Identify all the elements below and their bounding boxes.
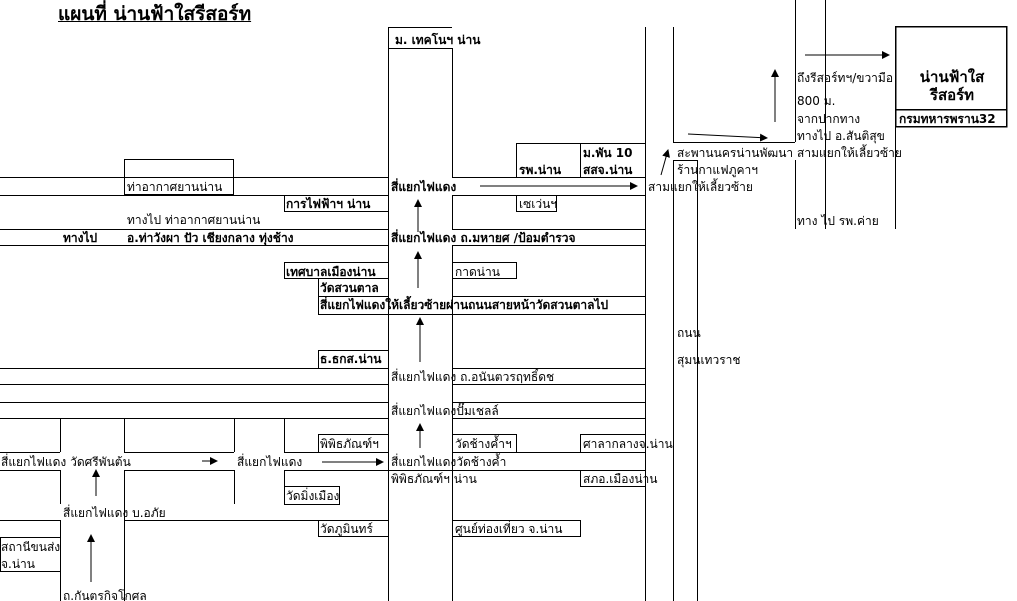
label-traffic-light-6: สี่แยกไฟแดง	[237, 455, 303, 469]
label-tech-school: ม. เทคโนฯ น่าน	[395, 33, 481, 47]
label-bridge: สะพานนครน่านพัฒนา	[677, 146, 794, 160]
label-airport: ท่าอากาศยานน่าน	[127, 180, 223, 194]
label-districts: อ.ท่าวังผา ปัว เชียงกลาง ทุ่งช้าง	[127, 231, 294, 245]
label-hospital: รพ.น่าน	[519, 163, 562, 177]
label-to-prefix: ทางไป	[63, 231, 98, 245]
label-police-station: สภอ.เมืองน่าน	[583, 472, 658, 486]
label-to-airport: ทางไป ท่าอากาศยานน่าน	[127, 213, 261, 227]
label-bus-station-province: จ.น่าน	[1, 557, 35, 571]
label-note-2: 800 ม.	[797, 94, 836, 108]
label-t-junction: สามแยกให้เลี้ยวซ้าย	[648, 180, 753, 194]
label-electricity: การไฟฟ้าฯ น่าน	[286, 197, 371, 211]
label-traffic-light-4: สี่แยกไฟแดง ถ.อนันตวรฤทธิ์ดช	[391, 370, 555, 384]
label-note-3: จากปากทาง	[797, 112, 861, 126]
label-kad-nan: กาดน่าน	[455, 265, 500, 279]
label-note-4: ทางไป อ.สันติสุข	[797, 129, 885, 143]
label-note-5: สามแยกให้เลี้ยวซ้าย	[797, 146, 902, 160]
label-light-sri-phan-ton: สี่แยกไฟแดง วัดศรีพันต้น	[1, 455, 131, 469]
label-light-chang-kham: สี่แยกไฟแดงวัดช้างค้ำ	[391, 455, 507, 469]
label-baac: ธ.ธกส.น่าน	[320, 352, 382, 366]
label-wat-chang-kham: วัดช้างค้ำฯ	[455, 437, 512, 451]
label-road-2: สุมนเทวราช	[677, 353, 741, 367]
label-city-hall: ศาลากลางจ.น่าน	[583, 437, 673, 451]
label-health-office: สสจ.น่าน	[583, 163, 633, 177]
label-traffic-light-3: สี่แยกไฟแดงให้เลี้ยวซ้ายผ่านถนนสายหน้าวั…	[320, 298, 609, 312]
label-municipality: เทศบาลเมืองน่าน	[286, 265, 376, 279]
resort-road-label: กรมทหารพราน32	[899, 112, 996, 126]
label-seven-eleven: เซเว่นฯ	[519, 197, 558, 211]
map-title: แผนที่ น่านฟ้าใสรีสอร์ท	[58, 3, 252, 25]
label-light-bor-aphai: สี่แยกไฟแดง บ.อภัย	[63, 506, 166, 520]
label-wat-ming-muang: วัดมิ่งเมือง	[286, 489, 340, 503]
label-museum-nan: พิพิธภัณฑ์ฯ น่าน	[391, 472, 477, 486]
label-wat-suan-tan: วัดสวนตาล	[320, 281, 379, 295]
resort-name: น่านฟ้าใส รีสอร์ท	[900, 68, 1004, 104]
label-cafe: ร้านกาแฟภูคาฯ	[677, 163, 759, 177]
resort-name-line1: น่านฟ้าใส	[919, 68, 985, 86]
label-road-kasem: ถ.กันตรกิจโกศล	[63, 589, 147, 601]
label-traffic-light-2: สี่แยกไฟแดง ถ.มหายศ /ป้อมตำรวจ	[391, 231, 576, 245]
label-note-1: ถึงรีสอร์ทฯ/ขวามือ	[797, 71, 894, 85]
label-wat-phumin: วัดภูมินทร์	[320, 522, 373, 536]
label-to-camp: ทาง ไป รพ.ค่าย	[797, 214, 879, 228]
label-traffic-light-5: สี่แยกไฟแดงปั๊มเชลล์	[391, 404, 499, 418]
label-regiment: ม.พัน 10	[583, 146, 633, 160]
label-bus-station: สถานีขนส่ง	[1, 540, 61, 554]
resort-name-line2: รีสอร์ท	[929, 86, 975, 104]
label-road-1: ถนน	[677, 326, 701, 340]
label-tourist-center: ศูนย์ท่องเที่ยว จ.น่าน	[455, 522, 563, 536]
label-traffic-light-1: สี่แยกไฟแดง	[391, 180, 457, 194]
label-museum: พิพิธภัณฑ์ฯ	[320, 437, 379, 451]
